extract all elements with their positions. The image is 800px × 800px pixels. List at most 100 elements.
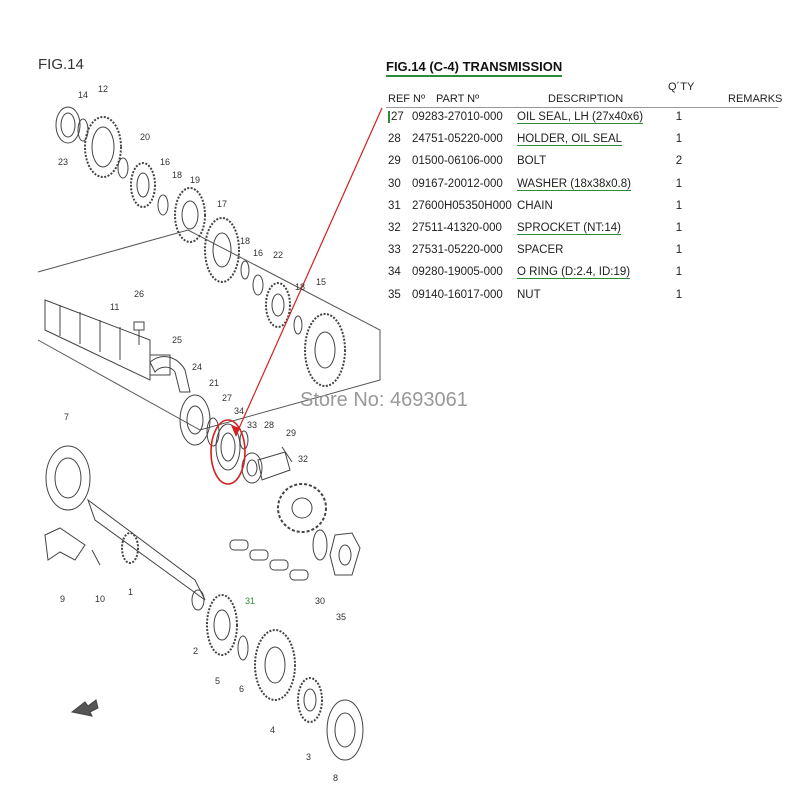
ref-cell: 35: [388, 288, 401, 301]
description-cell: OIL SEAL, LH (27x40x6): [517, 111, 644, 124]
part-number-cell: 27600H05350H000: [412, 199, 512, 212]
qty-cell: 1: [675, 288, 683, 301]
callout-7: 7: [64, 412, 69, 422]
callout-23: 23: [58, 157, 68, 167]
callout-15: 15: [316, 277, 326, 287]
callout-19: 19: [190, 175, 200, 185]
part-30-washer: [312, 529, 328, 561]
part-9-plate: [44, 527, 86, 561]
part-14-washer: [77, 118, 89, 142]
qty-cell: 1: [675, 133, 683, 146]
part-18-washer: [157, 194, 169, 216]
callout-20: 20: [140, 132, 150, 142]
part-21-ring: [206, 417, 220, 447]
front-arrow-icon: [70, 699, 99, 717]
table-row: 34 09280-19005-000 O RING (D:2.4, ID:19) 1: [386, 263, 778, 285]
part-number-cell: 27531-05220-000: [412, 244, 503, 257]
part-number-cell: 27511-41320-000: [412, 221, 502, 234]
callout-33: 33: [247, 420, 257, 430]
part-18c-washer: [293, 315, 303, 335]
description-cell: SPROCKET (NT:14): [517, 221, 621, 235]
description-cell: WASHER (18x38x0.8): [517, 177, 631, 191]
qty-cell: 1: [675, 244, 683, 257]
header-part: PART Nº: [436, 93, 480, 105]
callout-12: 12: [98, 84, 108, 94]
callout-9: 9: [60, 594, 65, 604]
part-5-gear: [206, 594, 238, 656]
ref-cell: 34: [388, 266, 401, 279]
description-cell: BOLT: [517, 155, 547, 168]
callout-14: 14: [78, 90, 88, 100]
callout-3: 3: [306, 752, 311, 762]
part-16-gear: [130, 162, 156, 208]
ref-cell: 27: [388, 111, 404, 123]
part-number-cell: 09280-19005-000: [412, 266, 503, 279]
callout-17: 17: [217, 199, 227, 209]
pointer-arrowhead: [231, 425, 240, 437]
part-number-cell: 24751-05220-000: [412, 133, 503, 146]
callout-18: 18: [172, 170, 182, 180]
description-cell: NUT: [517, 288, 541, 301]
ref-cell: 31: [388, 199, 401, 212]
part-35-nut: [329, 532, 361, 576]
part-1-shaft: [86, 498, 206, 601]
part-11-shaft: [44, 299, 171, 381]
part-16b-ring: [252, 274, 264, 296]
ref-cell: 33: [388, 244, 401, 257]
header-ref: REF Nº: [388, 93, 426, 105]
callout-25: 25: [172, 335, 182, 345]
table-row: 30 09167-20012-000 WASHER (18x38x0.8) 1: [386, 175, 778, 197]
callout-28: 28: [264, 420, 274, 430]
part-34-oring: [239, 430, 249, 450]
part-31-chain: [229, 539, 309, 581]
callout-29: 29: [286, 428, 296, 438]
parts-list: FIG.14 (C-4) TRANSMISSION REF Nº PART Nº…: [386, 58, 782, 308]
part-12-gear: [84, 116, 122, 178]
callout-32: 32: [298, 454, 308, 464]
ref-cell: 29: [388, 155, 401, 168]
part-29-bolt: [281, 446, 293, 463]
part-20-washer: [117, 157, 129, 179]
qty-cell: 2: [675, 155, 683, 168]
callout-16b: 16: [253, 248, 263, 258]
pointer-line: [235, 107, 383, 436]
part-number-cell: 09140-16017-000: [412, 288, 503, 301]
part-15-gear: [304, 313, 346, 387]
header-remarks: REMARKS: [728, 93, 783, 105]
table-row: 35 09140-16017-000 NUT 1: [386, 286, 778, 308]
callout-2: 2: [193, 646, 198, 656]
assembly-outline: [37, 229, 381, 431]
callout-8: 8: [333, 773, 338, 783]
callout-27: 27: [222, 393, 232, 403]
description-cell: O RING (D:2.4, ID:19): [517, 266, 631, 280]
callout-5: 5: [215, 676, 220, 686]
part-10-bolt: [91, 549, 101, 566]
qty-cell: 1: [675, 221, 683, 234]
description-cell: HOLDER, OIL SEAL: [517, 133, 623, 147]
figure-label: FIG.14: [38, 56, 84, 73]
qty-cell: 1: [675, 177, 683, 190]
callout-22: 22: [273, 250, 283, 260]
qty-cell: 1: [675, 111, 683, 123]
callout-26: 26: [134, 289, 144, 299]
part-32-sprocket: [277, 483, 327, 533]
qty-cell: 1: [675, 266, 683, 279]
callout-1: 1: [128, 587, 133, 597]
pointer-highlight-circle: [210, 419, 246, 485]
part-22-gear: [265, 282, 291, 328]
part-number-cell: 09167-20012-000: [412, 177, 503, 190]
parts-list-header: REF Nº PART Nº DESCRIPTION Q´TY REMARKS: [386, 77, 782, 108]
part-27-oil-seal: [215, 423, 241, 471]
callout-30: 30: [315, 596, 325, 606]
ref-cell: 30: [388, 177, 401, 190]
callout-35: 35: [336, 612, 346, 622]
part-2-collar: [191, 589, 205, 611]
part-3-gear: [297, 677, 323, 723]
callout-24: 24: [192, 362, 202, 372]
part-17-gear: [204, 217, 240, 283]
